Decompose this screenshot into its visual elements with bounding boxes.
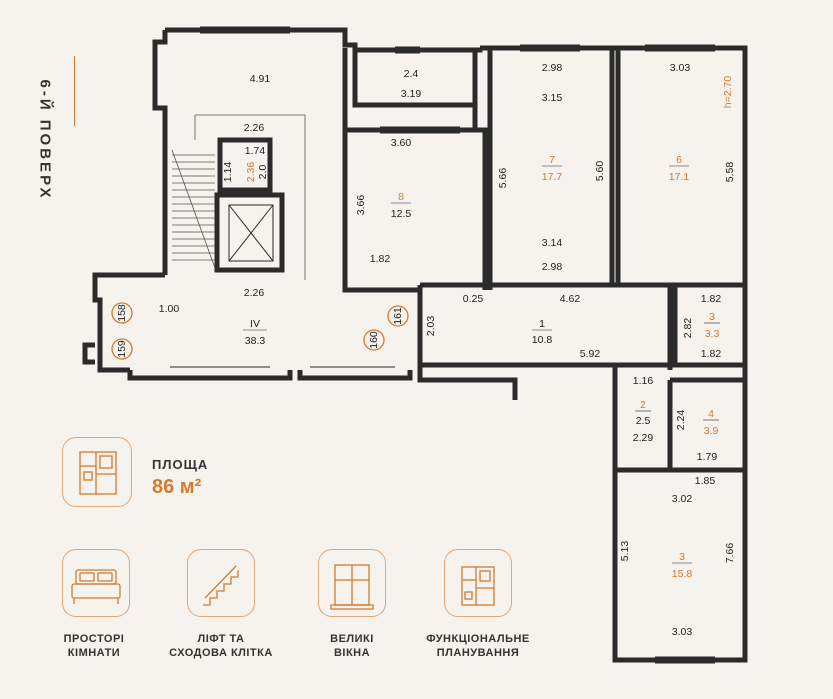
dim-label: 2.26 <box>244 287 265 299</box>
dim-label: 1.74 <box>245 145 266 157</box>
dim-label: 1.00 <box>159 303 180 315</box>
dim-label: 1.14 <box>222 162 234 183</box>
dim-label: 0.25 <box>463 293 484 305</box>
room-iv-number: IV <box>250 318 260 330</box>
dim-label: 3.03 <box>670 62 691 74</box>
marker-158: 158 <box>111 302 133 324</box>
dim-label: 3.14 <box>542 237 563 249</box>
dim-label: 5.60 <box>594 161 606 182</box>
dim-label: 1.82 <box>370 253 391 265</box>
dim-label: 2.36 <box>245 162 257 183</box>
floor-title-accent-line <box>74 56 75 126</box>
area-icon-frame <box>62 437 132 507</box>
feature-3-icon-frame <box>318 549 386 617</box>
dim-label: 5.58 <box>724 162 736 183</box>
windows <box>170 26 715 664</box>
svg-text:158: 158 <box>116 304 128 322</box>
floor-title: 6-Й ПОВЕРХ <box>36 79 54 201</box>
dim-label: 5.13 <box>619 541 631 562</box>
marker-160: 160 <box>363 329 385 351</box>
dim-label: 4.62 <box>560 293 581 305</box>
area-label: ПЛОЩА <box>152 457 209 472</box>
floorplan-icon <box>461 566 495 606</box>
bed-icon <box>71 569 121 604</box>
dim-label: 5.92 <box>580 348 601 360</box>
dim-label: 1.79 <box>697 451 718 463</box>
svg-text:159: 159 <box>116 340 128 358</box>
dim-label: 2.4 <box>404 68 419 80</box>
dim-label: 2.0 <box>257 165 269 180</box>
room-2-number: 2 <box>640 399 646 411</box>
room-3-area: 15.8 <box>672 568 693 580</box>
dim-label: 1.16 <box>633 375 654 387</box>
room-8-number: 8 <box>398 191 404 203</box>
dim-label: 2.29 <box>633 432 654 444</box>
stairs-icon <box>203 565 239 606</box>
svg-text:161: 161 <box>392 307 404 325</box>
room-4-number: 4 <box>708 408 714 420</box>
dim-label: 3.03 <box>672 626 693 638</box>
staircase <box>171 114 306 280</box>
floorplan-small-icon <box>79 451 117 495</box>
dim-label: 2.24 <box>675 410 687 431</box>
ceiling-height: h=2.70 <box>722 76 734 109</box>
room-4-area: 3.9 <box>704 425 719 437</box>
marker-161: 161 <box>387 305 409 327</box>
room-2-area: 2.5 <box>636 415 651 427</box>
room-6-number: 6 <box>676 154 682 166</box>
room-6-area: 17.1 <box>669 171 690 183</box>
dim-label: 2.03 <box>425 316 437 337</box>
dim-label: 2.98 <box>542 62 563 74</box>
dim-label: 1.82 <box>701 348 722 360</box>
room-8-area: 12.5 <box>391 208 412 220</box>
dim-label: 1.82 <box>701 293 722 305</box>
elevator-icon <box>228 204 274 262</box>
dim-label: 3.15 <box>542 92 563 104</box>
room-3-small-area: 3.3 <box>705 328 720 340</box>
dim-label: 3.60 <box>391 137 412 149</box>
walls <box>82 27 748 663</box>
area-value: 86 м² <box>152 476 202 498</box>
dim-label: 3.02 <box>672 493 693 505</box>
dim-label: 3.66 <box>355 195 367 216</box>
room-7-area: 17.7 <box>542 171 563 183</box>
feature-4-icon-frame <box>444 549 512 617</box>
marker-159: 159 <box>111 338 133 360</box>
room-3-small-number: 3 <box>709 311 715 323</box>
dimensions: 4.91 2.4 3.19 2.98 3.15 3.03 2.26 1.74 1… <box>159 62 736 638</box>
dim-label: 2.82 <box>682 318 694 339</box>
feature-1-icon-frame <box>62 549 130 617</box>
dim-label: 7.66 <box>724 543 736 564</box>
dim-label: 5.66 <box>497 168 509 189</box>
dim-label: 3.19 <box>401 88 422 100</box>
feature-2-icon-frame <box>187 549 255 617</box>
room-7-number: 7 <box>549 154 555 166</box>
room-iv-area: 38.3 <box>245 335 266 347</box>
dim-label: 1.85 <box>695 475 716 487</box>
dim-label: 4.91 <box>250 73 271 85</box>
svg-text:160: 160 <box>368 331 380 349</box>
dim-label: 2.98 <box>542 261 563 273</box>
room-1-number: 1 <box>539 318 545 330</box>
room-3-number: 3 <box>679 551 685 563</box>
dim-label: 2.26 <box>244 122 265 134</box>
room-1-area: 10.8 <box>532 334 553 346</box>
